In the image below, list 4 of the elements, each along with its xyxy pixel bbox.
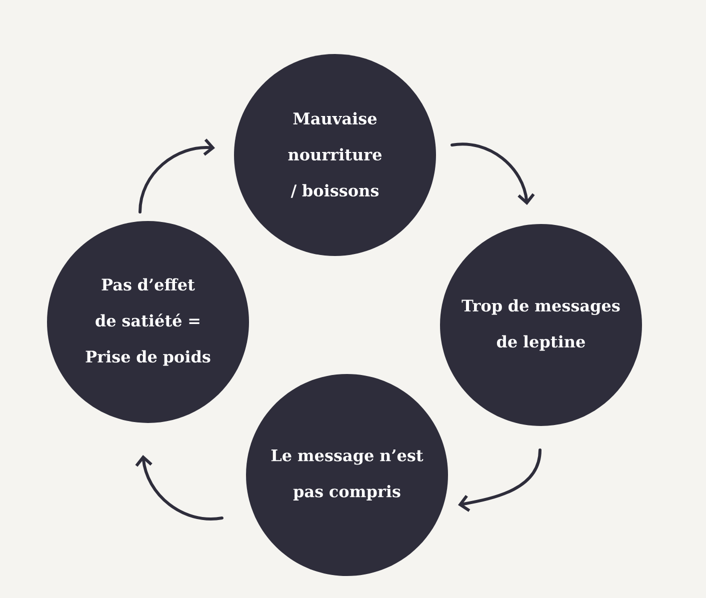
curved-arrow xyxy=(450,142,535,205)
curved-arrow xyxy=(458,448,542,512)
curved-arrow xyxy=(138,138,215,214)
curved-arrow xyxy=(135,455,224,520)
